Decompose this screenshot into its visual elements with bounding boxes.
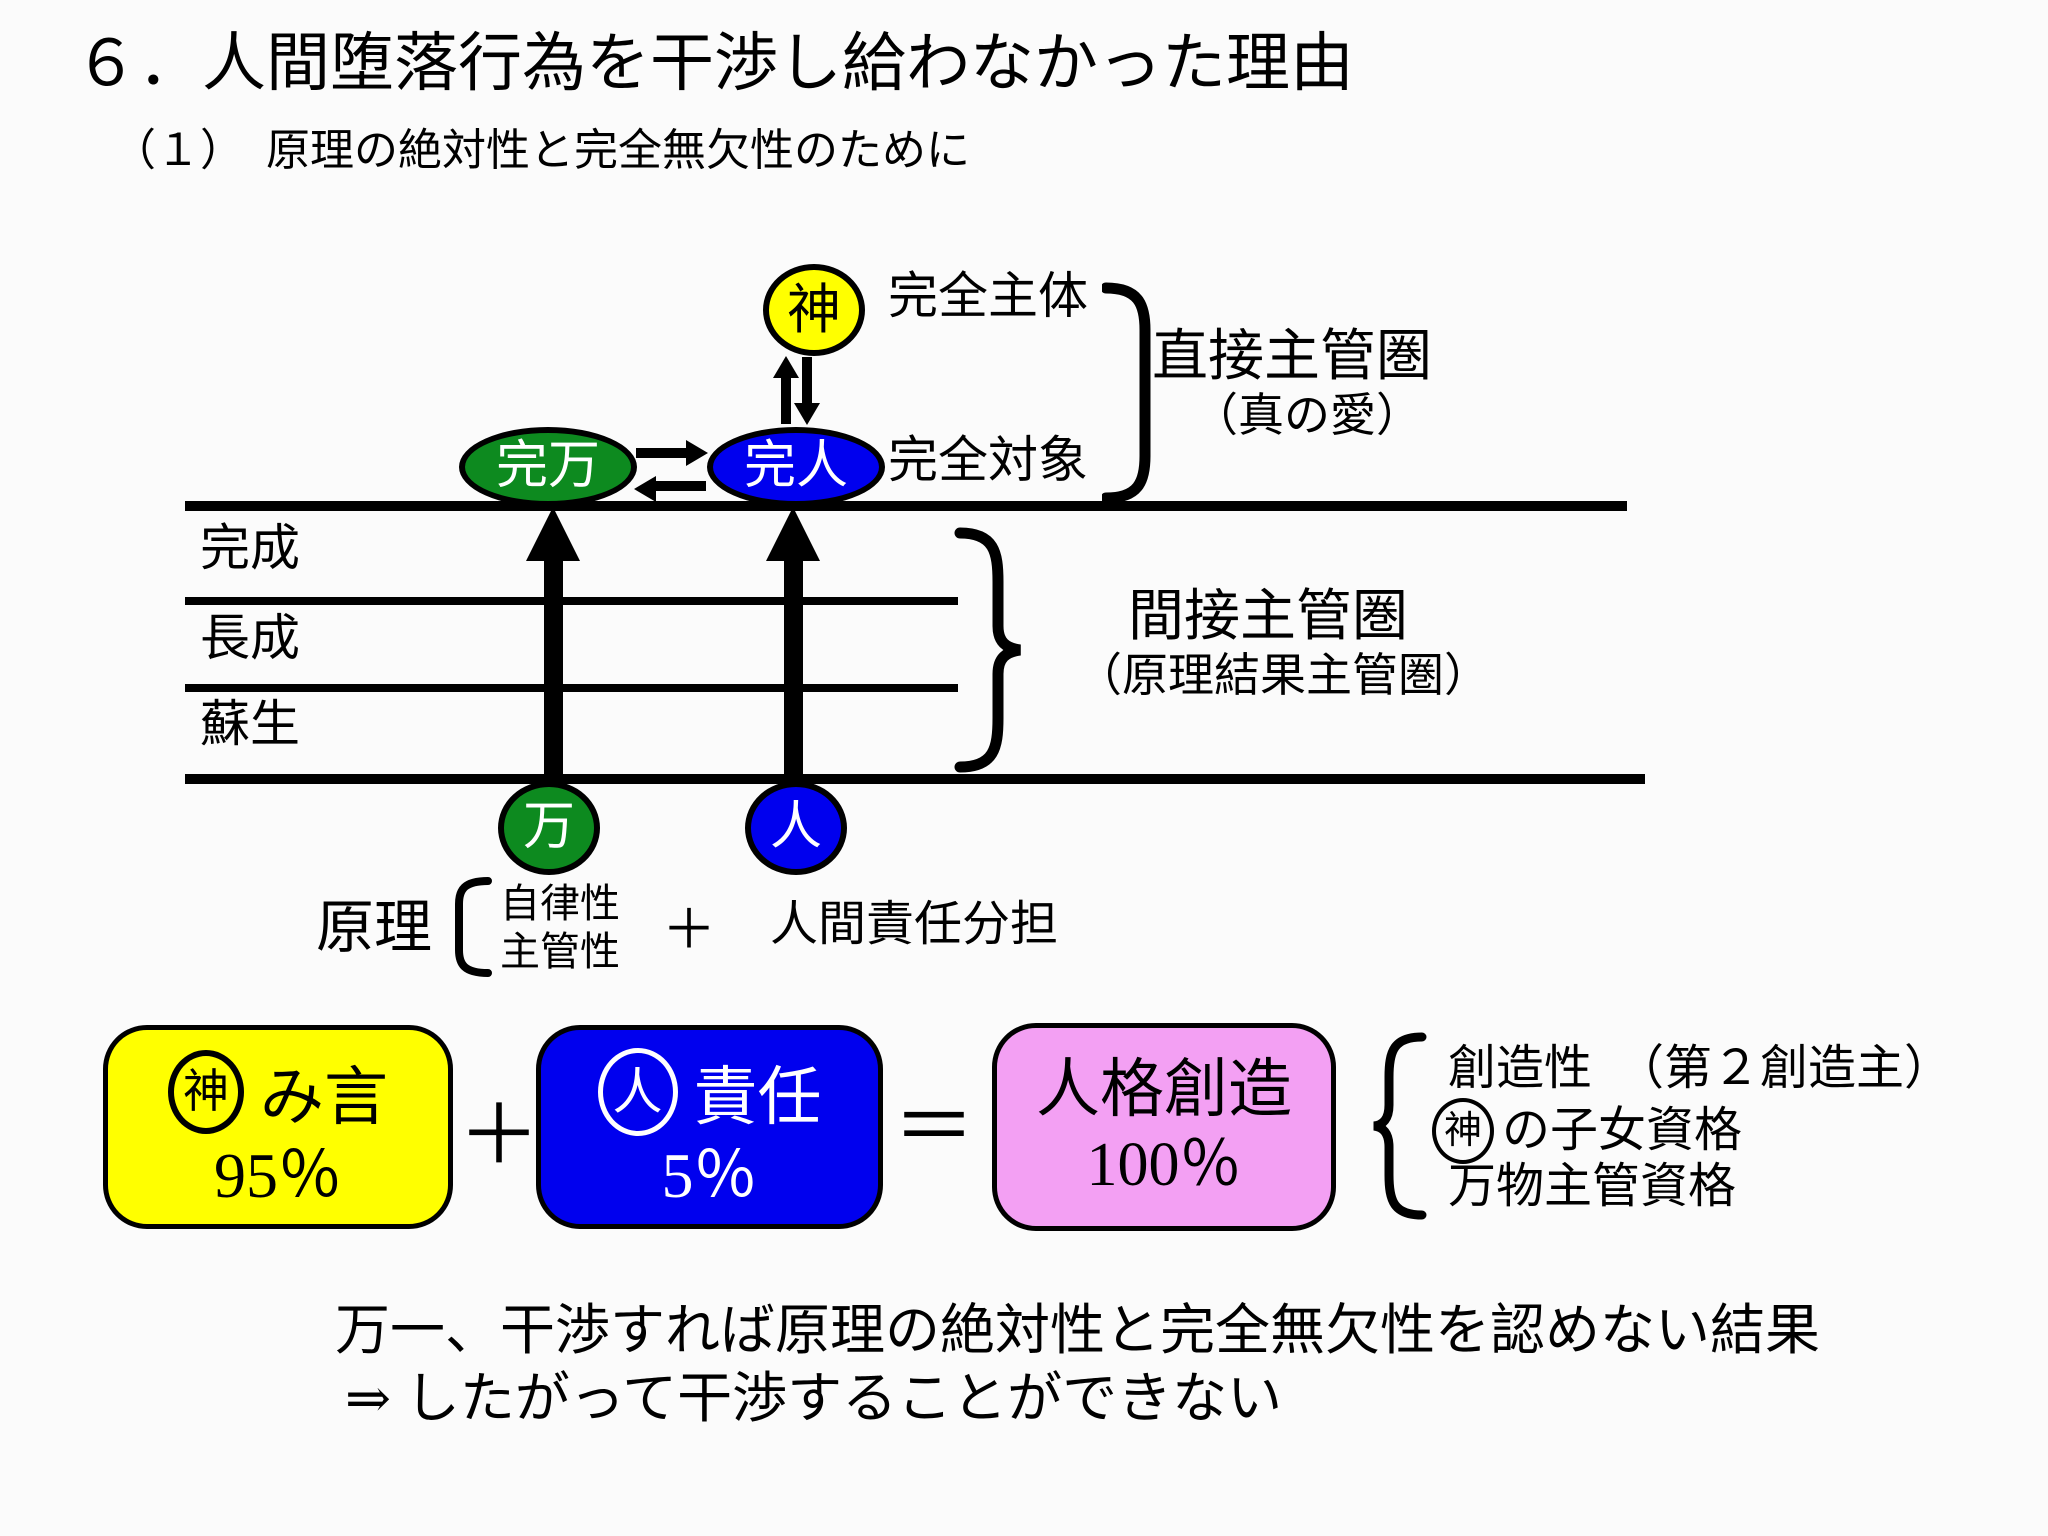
- indirect-dominion-subtitle: （原理結果主管圏）: [1076, 650, 1490, 701]
- stage-mid-line-1: [185, 597, 958, 605]
- perfect-subject-label: 完全主体: [888, 268, 1088, 324]
- word-box: 神 み言 95％: [103, 1025, 453, 1229]
- perfected-human-label: 完人: [743, 438, 848, 495]
- outcome-dominion-qualification: 万物主管資格: [1448, 1160, 1737, 1213]
- word-box-percent: 95％: [214, 1140, 342, 1211]
- human-circle-label: 人: [769, 799, 822, 856]
- responsibility-box: 人 責任 5％: [536, 1025, 883, 1229]
- outcome-children-of-god: 神 の子女資格: [1432, 1098, 1742, 1164]
- outcomes-brace: [1373, 1032, 1427, 1220]
- stage-label-growth: 長成: [200, 610, 300, 666]
- perfected-human-ellipse: 完人: [707, 427, 885, 507]
- human-responsibility-label: 人間責任分担: [770, 898, 1059, 951]
- direct-dominion-subtitle: （真の愛）: [1192, 390, 1422, 441]
- stage-label-formation: 蘇生: [200, 696, 300, 752]
- responsibility-box-label: 責任: [693, 1062, 822, 1133]
- perfected-all-things-label: 完万: [495, 438, 600, 495]
- equation-plus-sign: ＋: [458, 1090, 541, 1181]
- principle-item-autonomy: 自律性: [500, 881, 620, 926]
- human-ascent-arrow-shaft: [784, 559, 803, 777]
- down-arrow-shaft: [802, 357, 812, 405]
- principle-bracket: [455, 877, 492, 977]
- circled-god-icon: 神: [168, 1050, 244, 1134]
- perfected-all-things-ellipse: 完万: [459, 427, 637, 507]
- all-things-circle-label: 万: [522, 799, 575, 856]
- up-arrowhead-icon: [773, 356, 799, 378]
- result-box: 人格創造 100％: [992, 1023, 1336, 1231]
- outcome-creativity: 創造性 （第２創造主）: [1448, 1042, 1953, 1095]
- perfect-object-label: 完全対象: [888, 432, 1088, 488]
- indirect-dominion-title: 間接主管圏: [1128, 586, 1408, 648]
- all-things-circle: 万: [498, 781, 600, 875]
- principle-label: 原理: [316, 895, 433, 960]
- down-arrowhead-icon: [794, 403, 820, 425]
- responsibility-box-percent: 5％: [661, 1140, 758, 1211]
- indirect-dominion-brace: [954, 527, 1021, 773]
- direct-dominion-title: 直接主管圏: [1152, 326, 1432, 388]
- principle-item-dominion: 主管性: [500, 929, 620, 974]
- conclusion-line-2: ⇒ したがって干渉することができない: [345, 1368, 1283, 1429]
- right-arrowhead-icon: [686, 440, 708, 466]
- circled-human-icon: 人: [597, 1048, 678, 1136]
- conclusion-line-1: 万一、干渉すれば原理の絶対性と完全無欠性を認めない結果: [335, 1300, 1821, 1361]
- direct-dominion-bracket: [1102, 282, 1151, 504]
- human-circle: 人: [745, 781, 847, 875]
- outcome-children-of-god-text: の子女資格: [1502, 1104, 1743, 1158]
- principle-plus-sign: ＋: [662, 900, 716, 960]
- page-subtitle: （１） 原理の絶対性と完全無欠性のために: [112, 126, 970, 175]
- human-ascent-arrowhead-icon: [766, 507, 820, 561]
- word-box-label: み言: [260, 1062, 388, 1133]
- god-ellipse: 神: [763, 264, 865, 356]
- up-arrow-shaft: [781, 376, 791, 424]
- stage-top-line: [185, 501, 1627, 511]
- left-arrow-shaft: [654, 481, 706, 491]
- equation-equals-sign: ＝: [893, 1082, 976, 1173]
- all-things-ascent-arrowhead-icon: [526, 507, 580, 561]
- result-box-percent: 100％: [1086, 1131, 1242, 1200]
- stage-bottom-line: [185, 774, 1645, 784]
- result-box-label: 人格創造: [1036, 1053, 1292, 1125]
- circled-god-small-icon: 神: [1432, 1098, 1494, 1164]
- left-arrowhead-icon: [634, 476, 656, 502]
- god-ellipse-label: 神: [787, 280, 841, 340]
- page-title: ６．人間堕落行為を干渉し給わなかった理由: [74, 28, 1354, 99]
- all-things-ascent-arrow-shaft: [544, 559, 563, 777]
- stage-mid-line-2: [185, 684, 958, 692]
- stage-label-completion: 完成: [200, 520, 300, 576]
- right-arrow-shaft: [636, 448, 688, 458]
